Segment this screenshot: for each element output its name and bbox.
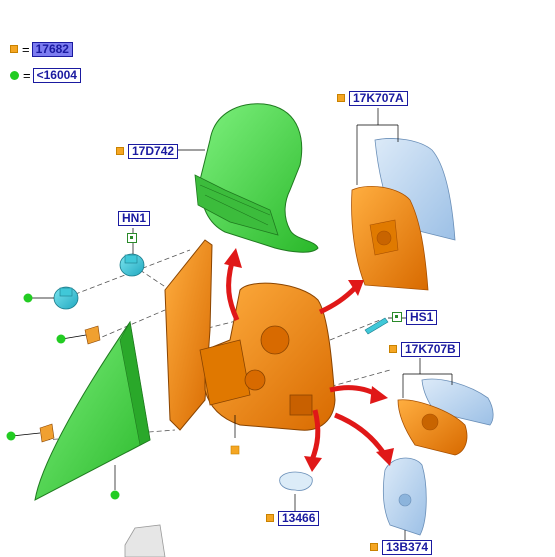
callout-glass-bottom[interactable]: 17K707B bbox=[389, 341, 460, 357]
callout-lamp[interactable]: 13B374 bbox=[370, 539, 433, 555]
orange-square-icon bbox=[337, 94, 345, 102]
callout-hs1-label[interactable]: HS1 bbox=[406, 309, 438, 325]
callout-glass-top[interactable]: 17K707A bbox=[337, 90, 408, 106]
mirror-arm-green bbox=[34, 320, 151, 501]
bulb-13466 bbox=[279, 471, 313, 512]
small-clips bbox=[39, 325, 101, 443]
orange-square-markers bbox=[230, 445, 240, 455]
connector-left bbox=[53, 286, 79, 310]
callout-glass-top-label[interactable]: 17K707A bbox=[349, 90, 408, 106]
mirror-housing bbox=[164, 239, 336, 438]
orange-square-icon bbox=[266, 514, 274, 522]
connector-icon bbox=[127, 233, 137, 243]
callout-hn1[interactable]: HN1 bbox=[118, 210, 151, 226]
mirror-glass-bottom bbox=[397, 358, 494, 456]
orange-square-icon bbox=[116, 147, 124, 155]
callout-bulb-label[interactable]: 13466 bbox=[278, 510, 320, 526]
red-arrows bbox=[224, 248, 394, 472]
orange-square-icon bbox=[10, 45, 18, 53]
connector-hn1 bbox=[119, 228, 145, 277]
green-dot-icon bbox=[10, 70, 19, 80]
legend-part-type: = 17682 bbox=[10, 41, 73, 57]
legend-dot-label[interactable]: <16004 bbox=[32, 67, 81, 83]
callout-hs1[interactable]: HS1 bbox=[392, 309, 438, 325]
lamp-13b374 bbox=[383, 457, 427, 545]
legend-part-type-label[interactable]: 17682 bbox=[31, 41, 73, 57]
callout-lamp-label[interactable]: 13B374 bbox=[382, 539, 433, 555]
connector-icon bbox=[392, 312, 402, 322]
callout-cover-label[interactable]: 17D742 bbox=[128, 143, 179, 159]
callout-glass-bottom-label[interactable]: 17K707B bbox=[401, 341, 460, 357]
callout-hn1-label[interactable]: HN1 bbox=[118, 210, 151, 226]
mirror-glass-top bbox=[351, 108, 456, 291]
callout-cover[interactable]: 17D742 bbox=[116, 143, 179, 159]
hn1-marker bbox=[127, 230, 141, 246]
legend-dot: = <16004 bbox=[10, 67, 81, 83]
orange-square-icon bbox=[370, 543, 378, 551]
mirror-cover-shape bbox=[194, 103, 319, 253]
orange-square-icon bbox=[389, 345, 397, 353]
green-dot-markers bbox=[6, 293, 120, 500]
callout-bulb[interactable]: 13466 bbox=[266, 510, 320, 526]
grey-bracket bbox=[124, 524, 166, 557]
